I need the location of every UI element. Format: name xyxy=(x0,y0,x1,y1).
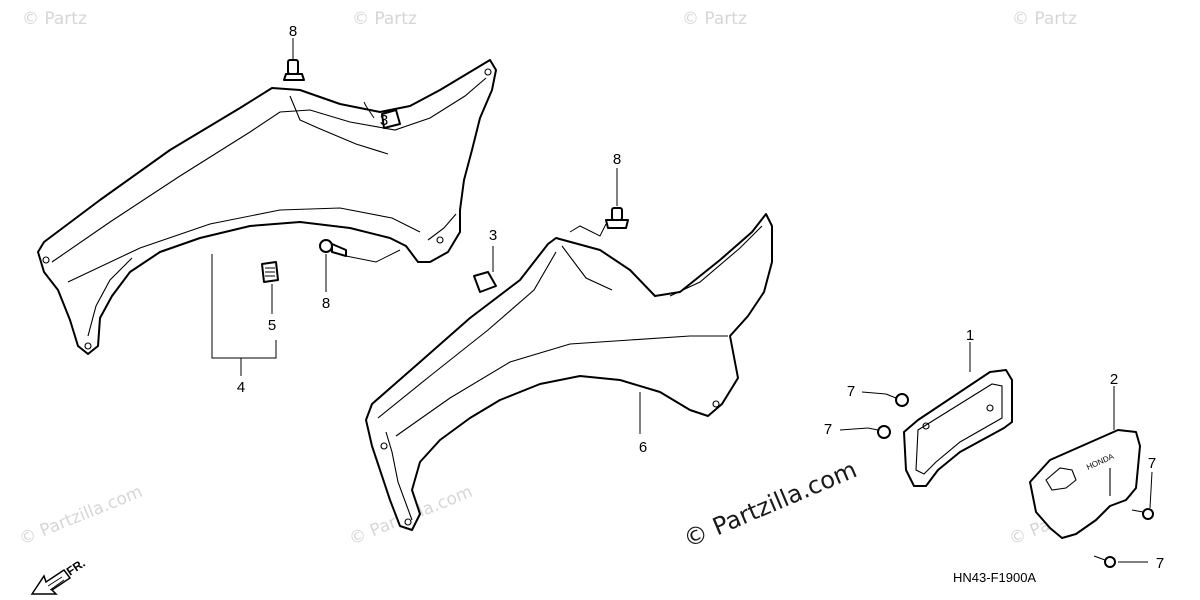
part-plate xyxy=(903,369,1013,487)
part-honda-cover: HONDA xyxy=(1029,429,1141,539)
screw-7-a xyxy=(885,393,909,407)
part-clip xyxy=(261,261,279,283)
diagram-code: HN43-F1900A xyxy=(953,570,1036,585)
clip-3-top xyxy=(381,109,401,129)
callout-7-d: 7 xyxy=(1156,555,1164,572)
callout-3-middle: 3 xyxy=(489,227,497,244)
callout-6: 6 xyxy=(639,439,647,456)
bolt-8-right xyxy=(605,207,629,229)
part-side-cover-left xyxy=(37,59,497,355)
screw-7-d xyxy=(1093,555,1116,568)
callout-numbers: 8 3 8 5 4 8 3 6 1 2 7 7 7 7 xyxy=(237,23,1164,572)
callout-8-top-left: 8 xyxy=(289,23,297,40)
screw-7-c xyxy=(1131,508,1154,520)
watermark-faint-top-2: © Partz xyxy=(352,9,417,29)
front-arrow: FR. xyxy=(30,556,88,595)
arrow-icon xyxy=(30,568,72,595)
callout-2: 2 xyxy=(1110,371,1118,388)
callout-7-c: 7 xyxy=(1148,455,1156,472)
callout-8-middle-left: 8 xyxy=(322,295,330,312)
watermark-faint-bottom-1: © Partzilla.com xyxy=(16,482,145,550)
watermark-faint-top-4: © Partz xyxy=(1012,9,1077,29)
screw-7-b xyxy=(867,425,891,439)
callout-7-b: 7 xyxy=(824,421,832,438)
callout-7-a: 7 xyxy=(847,383,855,400)
callout-3-top: 3 xyxy=(380,112,388,129)
callout-1: 1 xyxy=(966,327,974,344)
bolt-8-top-left xyxy=(283,59,305,81)
callout-4: 4 xyxy=(237,379,245,396)
watermark-main: © Partzilla.com xyxy=(679,455,860,553)
bolt-8-middle-left xyxy=(319,239,347,257)
watermark-faint-top-3: © Partz xyxy=(682,9,747,29)
clip-3-middle xyxy=(473,271,497,293)
watermark-faint-top-1: © Partz xyxy=(22,9,87,29)
part-side-cover-right xyxy=(365,213,773,531)
callout-5: 5 xyxy=(268,317,276,334)
leader-lines xyxy=(211,38,1153,563)
callout-8-right: 8 xyxy=(613,151,621,168)
